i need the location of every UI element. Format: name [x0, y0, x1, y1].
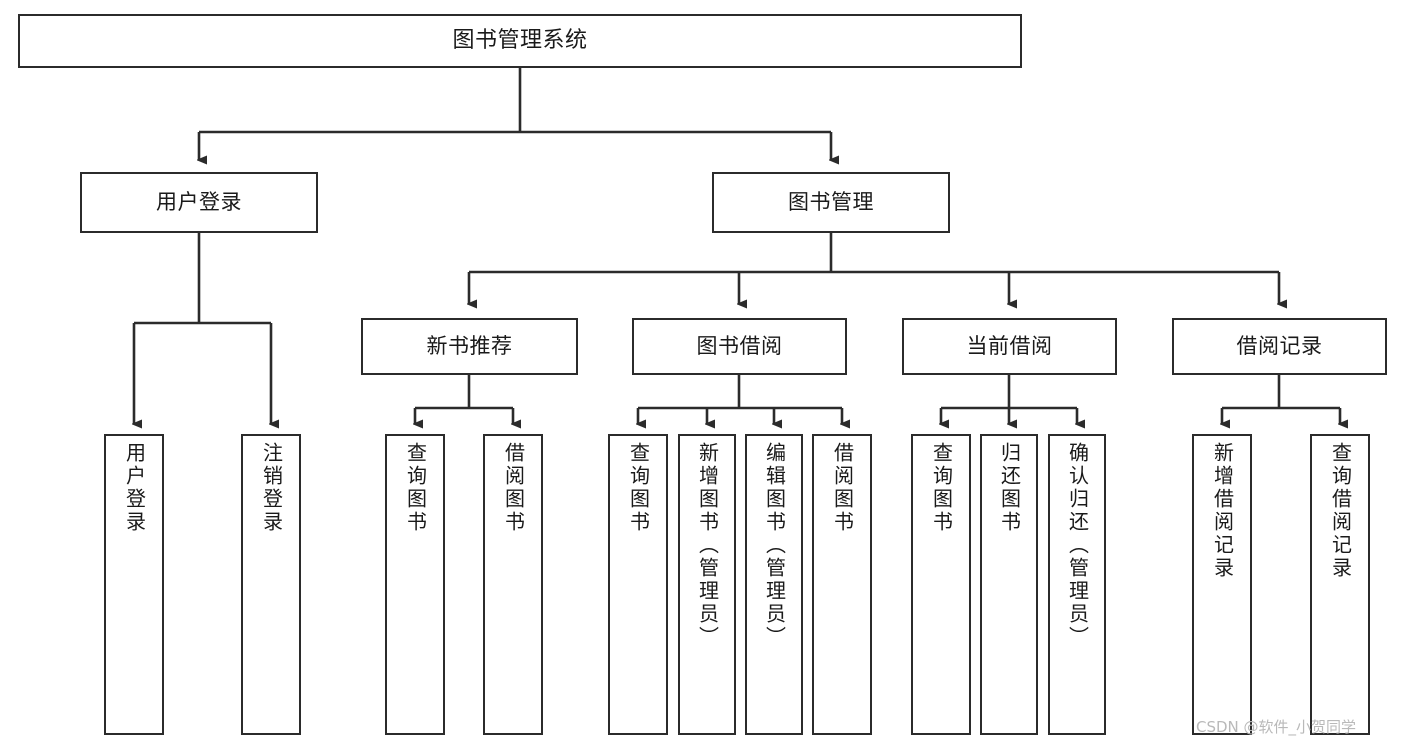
leaf-borrow-book[interactable]: 借阅图书	[812, 434, 872, 735]
node-label: 借阅图书	[830, 442, 855, 534]
node-borrow-record[interactable]: 借阅记录	[1172, 318, 1387, 375]
leaf-add-book-admin[interactable]: 新增图书（管理员）	[678, 434, 736, 735]
node-book-management[interactable]: 图书管理	[712, 172, 950, 233]
leaf-return-book[interactable]: 归还图书	[980, 434, 1038, 735]
node-new-book-recommend[interactable]: 新书推荐	[361, 318, 578, 375]
watermark: CSDN @软件_小贺同学	[1196, 718, 1357, 736]
node-label: 查询图书	[626, 442, 651, 534]
node-label: 用户登录	[122, 442, 147, 534]
node-label: 新增图书（管理员）	[695, 442, 720, 649]
node-label: 图书借阅	[696, 334, 783, 359]
leaf-edit-book-admin[interactable]: 编辑图书（管理员）	[745, 434, 803, 735]
node-root-book-management-system[interactable]: 图书管理系统	[18, 14, 1022, 68]
leaf-query-borrow-record[interactable]: 查询借阅记录	[1310, 434, 1370, 735]
leaf-borrow-book-recommend[interactable]: 借阅图书	[483, 434, 543, 735]
node-user-login[interactable]: 用户登录	[80, 172, 318, 233]
node-label: 当前借阅	[966, 334, 1053, 359]
leaf-confirm-return-admin[interactable]: 确认归还（管理员）	[1048, 434, 1106, 735]
leaf-logout[interactable]: 注销登录	[241, 434, 301, 735]
leaf-query-book-borrow[interactable]: 查询图书	[608, 434, 668, 735]
leaf-query-book-recommend[interactable]: 查询图书	[385, 434, 445, 735]
node-label: 查询借阅记录	[1328, 442, 1353, 580]
node-book-borrow[interactable]: 图书借阅	[632, 318, 847, 375]
node-label: 新增借阅记录	[1210, 442, 1235, 580]
node-current-borrow[interactable]: 当前借阅	[902, 318, 1117, 375]
node-label: 注销登录	[259, 442, 284, 534]
node-label: 借阅图书	[501, 442, 526, 534]
leaf-query-book-current[interactable]: 查询图书	[911, 434, 971, 735]
node-label: 归还图书	[997, 442, 1022, 534]
node-label: 图书管理系统	[452, 28, 588, 54]
node-label: 编辑图书（管理员）	[762, 442, 787, 649]
node-label: 图书管理	[788, 190, 874, 215]
node-label: 借阅记录	[1236, 334, 1323, 359]
node-label: 查询图书	[403, 442, 428, 534]
leaf-add-borrow-record[interactable]: 新增借阅记录	[1192, 434, 1252, 735]
node-label: 新书推荐	[426, 334, 513, 359]
node-label: 确认归还（管理员）	[1065, 442, 1090, 649]
node-label: 查询图书	[929, 442, 954, 534]
leaf-user-login[interactable]: 用户登录	[104, 434, 164, 735]
node-label: 用户登录	[156, 190, 242, 215]
